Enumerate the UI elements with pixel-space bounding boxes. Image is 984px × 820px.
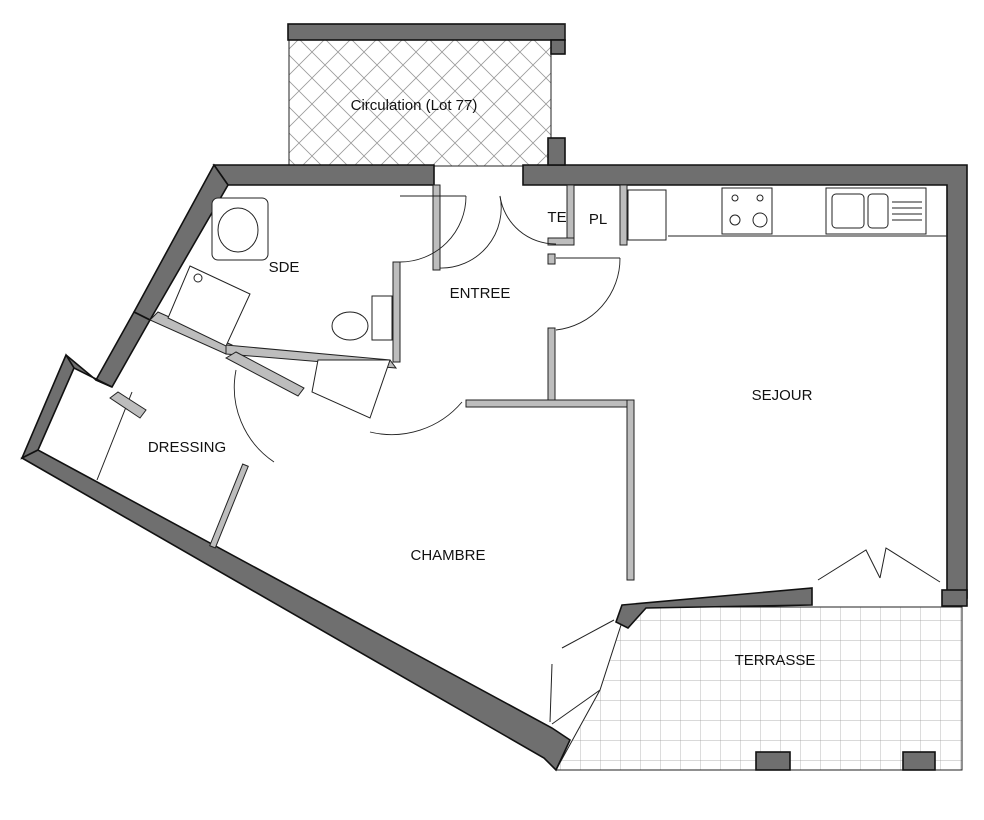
door-sejour-swing: [555, 257, 621, 331]
interior-walls: [96, 184, 635, 581]
cooktop-burner-1-icon: [731, 194, 739, 202]
label-circulation: Circulation (Lot 77): [351, 97, 478, 114]
partition-te-bottom: [547, 237, 575, 246]
wall-left-notch-diagonal: [94, 310, 152, 389]
label-entree: ENTREE: [450, 285, 511, 302]
terrace-area: [555, 606, 963, 771]
partition-chambre-sejour: [626, 399, 635, 581]
terrace-pillar-2: [902, 751, 936, 771]
door-chambre-swing: [369, 401, 463, 436]
wall-south-diagonal: [20, 449, 572, 772]
cooktop-burner-3-icon: [729, 214, 741, 226]
label-sejour: SEJOUR: [752, 387, 813, 404]
door-dressing-swing: [233, 369, 275, 463]
partition-sde-entree: [432, 184, 441, 271]
cooktop-burner-2-icon: [756, 194, 764, 202]
pl-storage-unit: [627, 189, 667, 241]
toilet-bowl-icon: [331, 311, 369, 341]
partition-pl-stub: [547, 253, 556, 265]
partition-te-pl: [566, 184, 575, 246]
door-terrace-left: [817, 549, 881, 581]
bathtub-basin: [217, 207, 259, 253]
partition-dressing-top: [149, 311, 233, 355]
partition-entree-sejour: [547, 327, 556, 405]
cooktop: [721, 187, 773, 235]
toilet-tank: [371, 295, 393, 341]
label-sde: SDE: [269, 259, 300, 276]
door-chambre-terrace-leaf: [561, 619, 615, 649]
cooktop-burner-4-icon: [752, 212, 768, 228]
label-pl: PL: [589, 211, 607, 228]
door-entry-swing-left: [439, 195, 502, 269]
wall-terrace-corner: [615, 587, 813, 629]
window-chambre-sill: [551, 689, 601, 725]
partition-sde-lower: [392, 261, 401, 363]
label-terrasse: TERRASSE: [735, 652, 816, 669]
shower-drain-icon: [193, 273, 203, 283]
door-sde-swing: [399, 195, 467, 263]
storage-closet: [311, 359, 391, 419]
partition-pl-sejour: [619, 184, 628, 246]
sink-bowl-1-icon: [831, 193, 865, 229]
fixtures: [167, 187, 947, 347]
label-te: TE: [547, 209, 566, 226]
doors: [233, 195, 941, 725]
dressing-chambre-partition: [209, 463, 249, 549]
wall-left-diagonal-lower: [20, 353, 75, 460]
door-te-swing: [499, 195, 557, 245]
label-dressing: DRESSING: [148, 439, 226, 456]
room-labels: Circulation (Lot 77) SDE ENTREE TE PL SE…: [148, 97, 816, 669]
partition-chambre-top: [465, 399, 635, 408]
wall-east-end: [941, 589, 968, 607]
terrace-floor: [555, 606, 963, 771]
door-chambre-terrace-post: [549, 663, 553, 723]
chambre-sde-partition: [224, 351, 305, 397]
circulation-area: [287, 23, 566, 167]
circulation-top-wall: [287, 23, 566, 41]
circulation-floor: [288, 39, 552, 167]
sink-bowl-2-icon: [867, 193, 889, 229]
shower-tray: [167, 265, 251, 347]
wall-entry-stub: [547, 137, 566, 166]
exterior-walls: [20, 137, 968, 772]
label-chambre: CHAMBRE: [410, 547, 485, 564]
door-terrace-right: [879, 547, 941, 583]
terrace-pillar-1: [755, 751, 791, 771]
dressing-partition: [109, 391, 147, 419]
circulation-wall-corner: [550, 39, 566, 55]
sink-drainboard-icon: [892, 201, 922, 221]
wall-top-left: [212, 164, 435, 186]
